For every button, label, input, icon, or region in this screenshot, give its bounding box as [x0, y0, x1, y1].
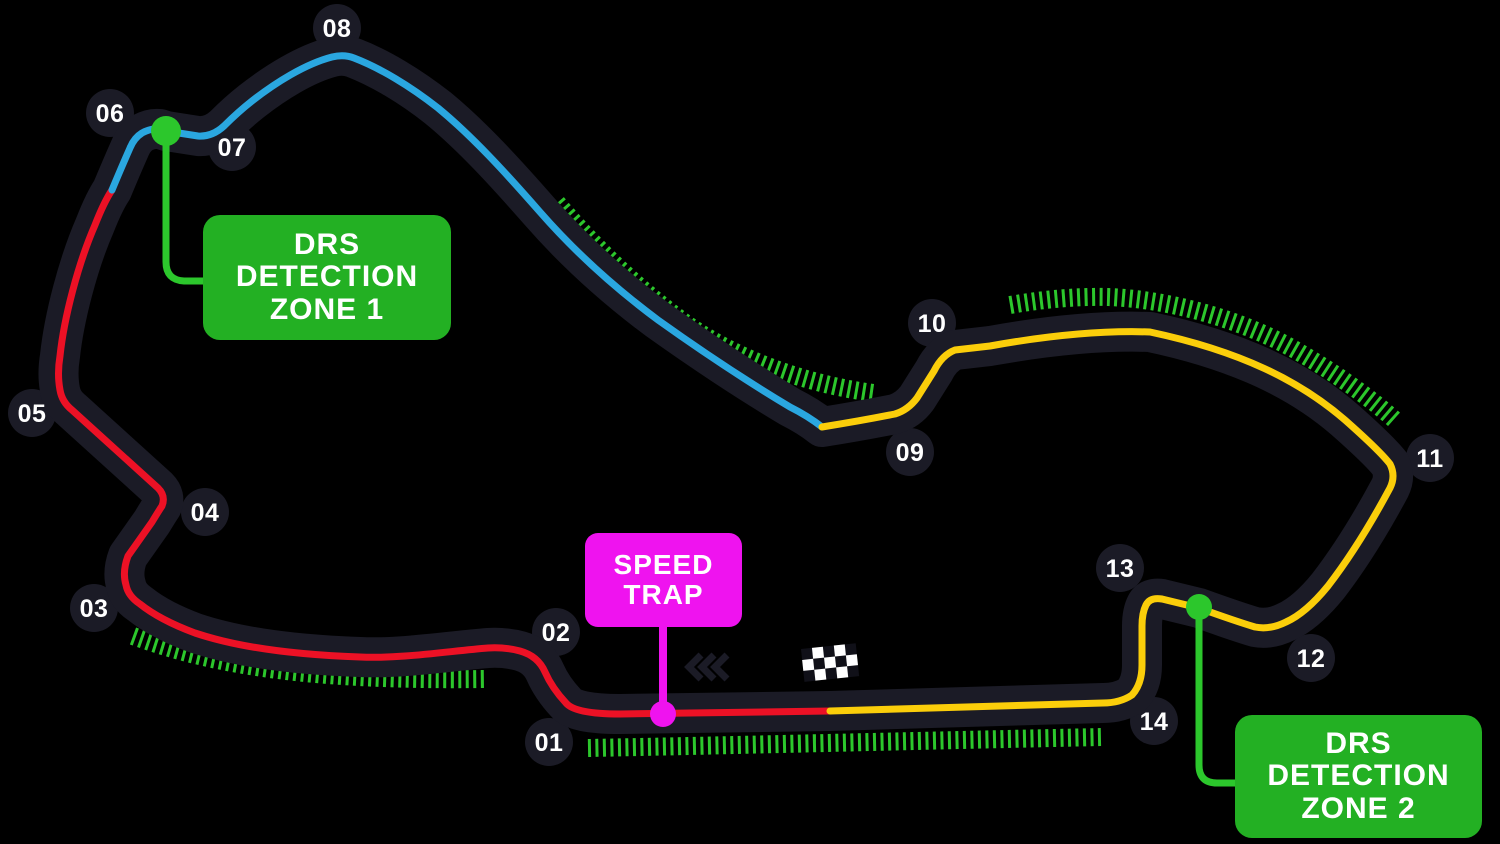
turn-number-label: 12: [1297, 645, 1326, 673]
checkered-flag-white-cell: [811, 646, 825, 659]
racing-line-sector-3: [818, 328, 1397, 715]
drs-detection-zone-2-label: DRS DETECTION ZONE 2: [1235, 715, 1482, 838]
speed-trap-point: [650, 701, 676, 727]
turn-number-label: 02: [542, 619, 571, 647]
drs-hatch-main-straight: [587, 728, 1104, 757]
drs-detection-zone-1-label: DRS DETECTION ZONE 1: [203, 215, 451, 340]
checkered-flag-white-cell: [824, 656, 837, 669]
drs-zone-1-line-1: DRS: [293, 227, 361, 261]
drs-zone-1-line-3: ZONE 1: [269, 292, 385, 326]
direction-chevrons-icon: [684, 652, 730, 682]
turn-marker-circle-09: [886, 428, 934, 476]
speed-trap-line-1: SPEED: [613, 548, 714, 580]
turn-marker-circle-12: [1287, 634, 1335, 682]
checkered-flag-icon: [801, 643, 860, 682]
racing-line-sector-1: [55, 186, 834, 718]
drs-detection-point-2: [1186, 594, 1212, 620]
turn-number-label: 07: [218, 134, 247, 162]
speed-trap-label: SPEED TRAP: [585, 533, 742, 627]
drs-zone-1-line-2: DETECTION: [235, 260, 419, 294]
checkered-flag-white-cell: [814, 668, 827, 681]
turn-number-label: 10: [918, 310, 947, 338]
turn-number-label: 06: [96, 100, 125, 128]
racing-line-sector-2: [108, 52, 826, 431]
drs-zone-2-line-1: DRS: [1325, 726, 1392, 760]
turn-marker-circles: [8, 4, 1454, 766]
drs-detection-point-1: [151, 116, 181, 146]
turn-number-label: 08: [323, 15, 352, 43]
turn-number-label: 03: [80, 595, 109, 623]
turn-number-label: 01: [535, 729, 564, 757]
turn-number-label: 14: [1140, 708, 1169, 736]
turn-marker-circle-01: [525, 718, 573, 766]
turn-marker-circle-13: [1096, 544, 1144, 592]
checkered-flag-white-cell: [833, 644, 846, 657]
turn-number-label: 04: [191, 499, 220, 527]
drs-detection-2-stem: [1195, 612, 1243, 787]
turn-number-label: 05: [18, 400, 47, 428]
checkered-flag-white-cell: [845, 654, 858, 667]
turn-marker-circle-11: [1406, 434, 1454, 482]
drs-detection-1-stem: [162, 136, 211, 285]
drs-hatch-top-right: [1008, 287, 1404, 429]
turn-number-label: 11: [1416, 445, 1443, 473]
speed-trap-line-2: TRAP: [623, 579, 704, 610]
drs-zone-2-line-2: DETECTION: [1267, 759, 1450, 793]
drs-zone-2-line-3: ZONE 2: [1301, 791, 1416, 825]
turn-marker-circle-04: [181, 488, 229, 536]
turn-number-label: 13: [1106, 555, 1135, 583]
turn-marker-circle-03: [70, 584, 118, 632]
checkered-flag-white-cell: [836, 666, 849, 679]
turn-marker-labels: 01 02 03 04 05 06 07 08 09 10 11 12 13 14: [18, 15, 1444, 757]
checkered-flag-white-cell: [802, 658, 815, 671]
turn-number-label: 09: [896, 439, 925, 467]
